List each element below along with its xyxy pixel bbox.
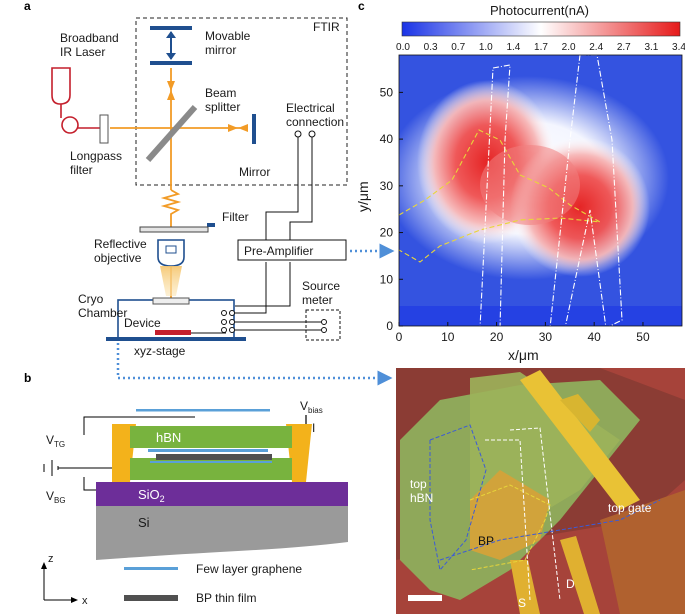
filter-label: Filter (222, 210, 249, 224)
si-substrate (96, 505, 348, 560)
vbias-label: Vbias (300, 399, 323, 415)
x-tick-label: 0 (396, 330, 403, 344)
y-tick-label: 40 (380, 132, 394, 146)
vbg-label: VBG (46, 489, 66, 505)
longpass-label: Longpass filter (70, 149, 125, 177)
right-electrode (286, 424, 312, 482)
micro-d-label: D (566, 577, 575, 591)
electrical-label: Electrical connection (286, 101, 344, 129)
ftir-box (135, 17, 348, 186)
micrograph-outlines (429, 424, 661, 601)
colorbar-tick-label: 1.7 (534, 42, 548, 53)
legend-swatch-graphene (124, 567, 178, 570)
ground-symbol (43, 460, 118, 476)
wire-preamp (265, 137, 299, 240)
xyz-stage (106, 337, 246, 341)
focused-beam (160, 266, 182, 296)
colorbar-tick-label: 0.7 (451, 42, 465, 53)
panel-label-b: b (24, 371, 31, 385)
device-to-micrograph-arrow (116, 343, 393, 386)
panel-label-a: a (24, 0, 31, 13)
colorbar (401, 21, 681, 37)
beam-splitter-label: Beam splitter (205, 86, 240, 114)
hbn-label: hBN (156, 430, 181, 445)
axis-z-label: z (48, 553, 54, 565)
laser-label: Broadband IR Laser (60, 31, 122, 59)
movable-mirror-top (150, 26, 192, 30)
legend-bp-label: BP thin film (196, 591, 256, 605)
source-meter-box (305, 309, 341, 341)
cryo-label: Cryo Chamber (78, 292, 127, 320)
pre-amplifier-label: Pre-Amplifier (244, 244, 313, 258)
x-tick-label: 50 (636, 330, 650, 344)
source-meter-label: Source meter (302, 279, 343, 307)
beam-splitter (145, 105, 198, 162)
x-tick-label: 40 (587, 330, 601, 344)
x-axis-title: x/μm (508, 347, 539, 363)
device-micrograph: top hBN top gate BP S D (396, 368, 685, 614)
mirror-label: Mirror (239, 165, 270, 179)
y-tick-label: 50 (380, 85, 394, 99)
y-axis-title: y/μm (355, 181, 371, 212)
movable-mirror-label: Movable mirror (205, 29, 254, 57)
micrograph-top-gate (520, 370, 640, 510)
fixed-mirror (252, 114, 256, 144)
x-tick-label: 30 (539, 330, 553, 344)
y-tick-label: 0 (386, 319, 393, 333)
colorbar-tick-label: 3.4 (672, 42, 685, 53)
colorbar-tick-label: 2.7 (617, 42, 631, 53)
chart-title: Photocurrent(nA) (490, 3, 589, 18)
micro-s-label: S (518, 596, 526, 610)
colorbar-tick-label: 2.0 (562, 42, 576, 53)
pre-amplifier-box (237, 239, 347, 261)
heatmap-axes: 0 10 20 30 40 50 0 10 20 30 40 50 (380, 85, 650, 344)
laser-source (51, 67, 71, 105)
colorbar-ticks: 0.0 0.3 0.7 1.0 1.4 1.7 2.0 2.4 2.7 3.1 3.4 (396, 42, 685, 53)
micro-top-hbn-label: top hBN (410, 477, 433, 505)
colorbar-tick-label: 0.0 (396, 42, 410, 53)
panel-label-c: c (358, 0, 365, 13)
device-wiring (191, 262, 322, 334)
colorbar-tick-label: 2.4 (589, 42, 603, 53)
micro-top-gate-label: top gate (608, 501, 652, 515)
bp-film (156, 454, 272, 460)
top-gate-graphene (136, 409, 270, 412)
y-tick-label: 10 (380, 272, 394, 286)
flake-outlines (399, 55, 623, 326)
colorbar-tick-label: 1.0 (479, 42, 493, 53)
colorbar-tick-label: 0.3 (424, 42, 438, 53)
legend-graphene-label: Few layer graphene (196, 562, 302, 576)
x-tick-label: 20 (490, 330, 504, 344)
x-tick-label: 10 (441, 330, 455, 344)
vtg-label: VTG (46, 433, 65, 449)
y-tick-label: 20 (380, 226, 394, 240)
colorbar-tick-label: 1.4 (506, 42, 520, 53)
y-tick-label: 30 (380, 179, 394, 193)
ftir-label: FTIR (313, 20, 340, 34)
sio2-label: SiO2 (138, 487, 165, 504)
stage-label: xyz-stage (134, 344, 186, 358)
sio2-layer (96, 482, 348, 506)
device-sample (155, 330, 191, 335)
legend-swatch-bp (124, 595, 178, 601)
micro-bp-label: BP (478, 534, 494, 548)
heatmap-area (399, 55, 682, 326)
objective-label: Reflective objective (94, 237, 150, 265)
device-label: Device (124, 316, 161, 330)
colorbar-tick-label: 3.1 (644, 42, 658, 53)
movable-mirror-bottom (150, 61, 192, 65)
si-label: Si (138, 515, 150, 530)
longpass-filter (99, 114, 109, 144)
scale-bar (408, 595, 442, 601)
axis-x-label: x (82, 595, 88, 607)
current-label: I (312, 421, 315, 435)
optical-filter (139, 226, 209, 233)
device-legend: Few layer graphene BP thin film (124, 562, 302, 605)
hbn-layer (130, 426, 292, 448)
